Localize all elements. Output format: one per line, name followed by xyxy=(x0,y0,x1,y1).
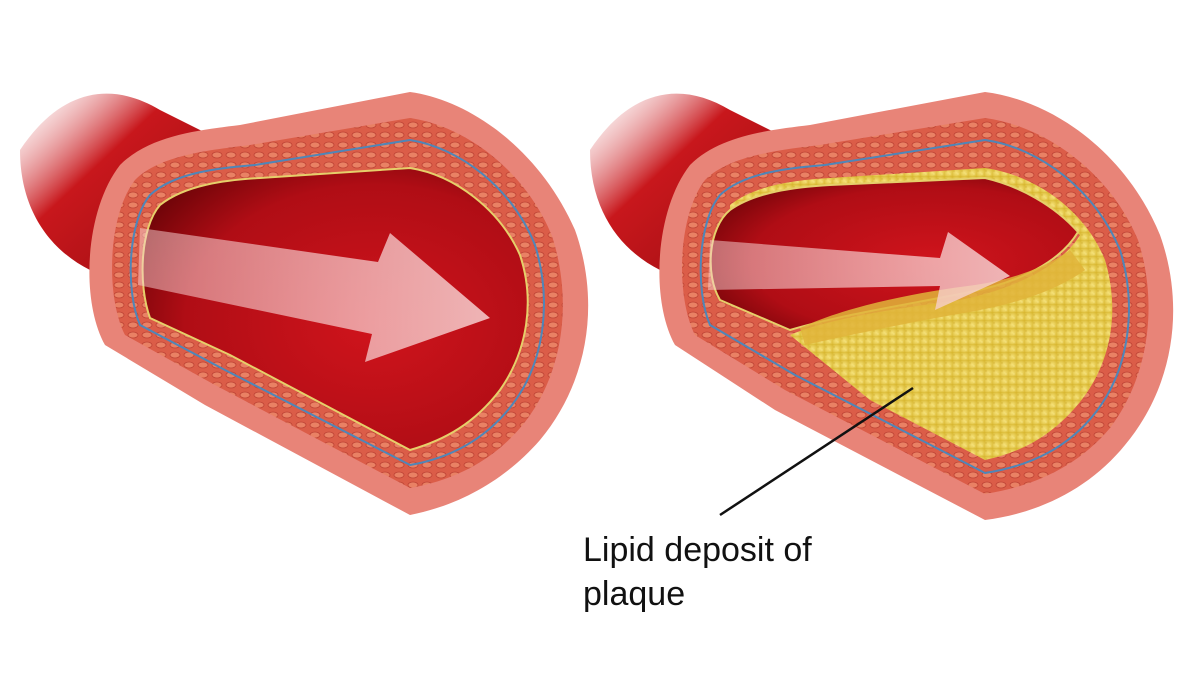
plaque-label-line-1: Lipid deposit of xyxy=(583,531,812,569)
plaque-label-line-2: plaque xyxy=(583,575,686,613)
annotation-leader-line xyxy=(719,386,914,517)
left-vessel xyxy=(20,92,589,515)
right-membrane xyxy=(699,138,1130,475)
plaque-label: Lipid deposit of plaque xyxy=(583,528,812,616)
right-flow-arrow xyxy=(708,232,1010,310)
right-vessel xyxy=(590,92,1174,520)
left-membrane xyxy=(129,138,545,467)
left-flow-arrow xyxy=(138,228,490,362)
